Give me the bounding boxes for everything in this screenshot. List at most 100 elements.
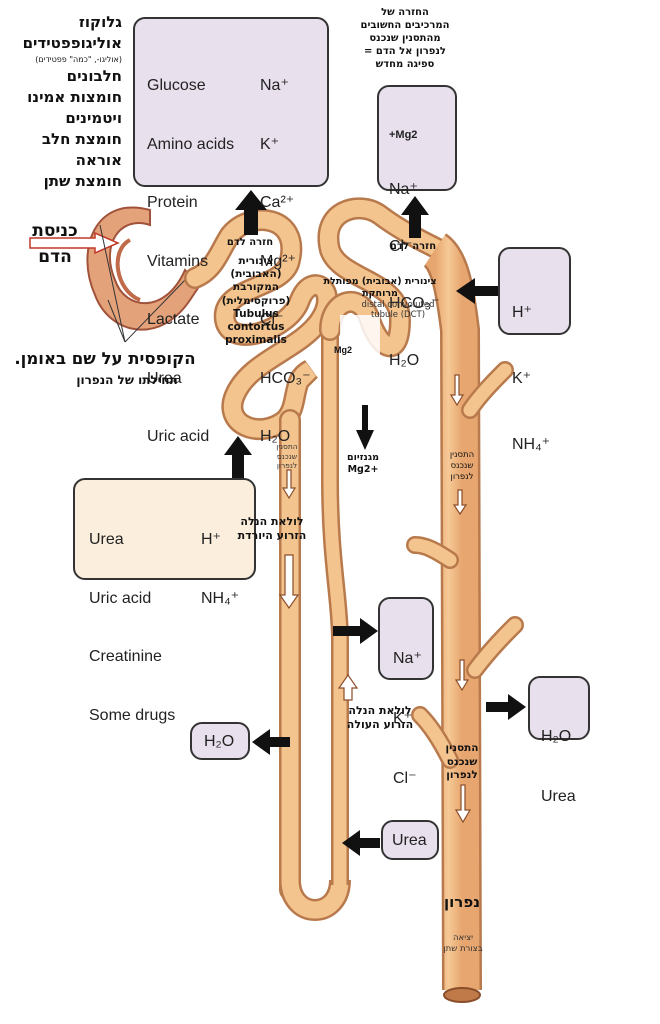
pct-secreted-item: Urea xyxy=(89,531,124,548)
pct-secreted-item: Uric acid xyxy=(89,589,152,607)
blood-entry-line: כניסת xyxy=(32,221,78,241)
pct-line: (האבובית) xyxy=(230,268,282,281)
nephron-start-label: תחילתו של הנפרון xyxy=(76,373,178,387)
pct-label: צינורית (האבובית) המקורבת (פרוקסימלית) T… xyxy=(220,255,292,347)
flow-arrow-desc-1 xyxy=(281,469,297,500)
dct-line: מרוחקת xyxy=(362,288,398,299)
secreted-item: H⁺ xyxy=(512,304,532,321)
hebrew-filtrate-list: גלוקוז אוליגופפטידים (אוליגו-, "כמה" פפט… xyxy=(2,12,122,192)
filtered-item: Ca²⁺ xyxy=(260,194,295,211)
reabsorbed-item: HCO₃⁻ xyxy=(389,295,440,312)
blood-entry-line: הדם xyxy=(38,247,72,267)
arrow-up-into-pct xyxy=(224,436,252,478)
pct-secreted-item: H⁺ xyxy=(201,531,221,548)
filtered-item: Cl⁻ xyxy=(260,311,284,328)
pct-line: המקורבת xyxy=(232,281,280,294)
caption-line: מהתסנין שנכנס xyxy=(369,33,441,44)
urea-label: Urea xyxy=(392,832,427,849)
flow-arrow-cd-2 xyxy=(452,489,468,516)
dct-english-label: distal convoluted tubule (DCT) xyxy=(358,300,438,320)
filtrate-line: התסנין xyxy=(449,450,475,460)
pct-secreted-item: Creatinine xyxy=(89,648,162,665)
cd-item: H₂O xyxy=(541,728,572,745)
filtered-item: H₂O xyxy=(260,428,291,445)
dct-reabsorbed-list: +Mg2 Na⁺ Cl⁻ HCO₃⁻ H₂O xyxy=(389,90,440,408)
dct-hebrew-label: צינורית (אבובית) מפותלת מרוחקת xyxy=(318,276,442,300)
filtrate-line: לנפרון xyxy=(446,769,478,781)
dct-secreted-list: H⁺ K⁺ NH₄⁺ xyxy=(512,258,550,500)
reabsorbed-item: H₂O xyxy=(389,352,420,369)
filtrate-label-cd-2: התסנין שנכנס לנפרון xyxy=(436,742,488,783)
hebrew-item-note: (אוליגו-, "כמה" פפטידים) xyxy=(35,55,122,64)
pct-secreted-item: NH₄⁺ xyxy=(201,589,240,607)
cd-reabsorbed-list: H₂O Urea xyxy=(541,687,576,847)
loop-item: Na⁺ xyxy=(393,650,422,667)
caption-line: ספיגה מחדש xyxy=(375,59,435,70)
glomerulus xyxy=(115,238,141,302)
filtrate-line: לנפרון xyxy=(276,461,298,470)
filtered-item: Glucose xyxy=(147,77,206,94)
capsule-pointer-3 xyxy=(107,299,126,343)
flow-arrow-asc xyxy=(337,673,359,701)
filtrate-line: התסנין xyxy=(445,742,479,754)
arrow-left-water xyxy=(252,729,290,755)
filtered-item: K⁺ xyxy=(260,135,280,153)
hebrew-item: אוליגופפטידים xyxy=(22,34,122,52)
arrow-left-urea xyxy=(342,830,380,856)
arrow-right-out-loop xyxy=(333,618,378,644)
filtered-item: Protein xyxy=(147,194,198,211)
capsule-pointer-1 xyxy=(99,224,126,343)
secreted-item: K⁺ xyxy=(512,370,532,387)
filtered-item: Na⁺ xyxy=(260,77,289,94)
filtered-substances-box: Glucose Amino acids Protein Vitamins Lac… xyxy=(133,17,329,445)
caption-line: המרכיבים החשובים xyxy=(360,20,450,31)
pct-secreted-col-ions: H⁺ NH₄⁺ xyxy=(201,491,239,647)
urine-exit-label: יציאה בצורת שתן xyxy=(438,933,488,955)
filtered-item: Mg²⁺ xyxy=(260,252,296,270)
reabsorbed-item: Cl⁻ xyxy=(389,238,413,255)
ascending-line: הזרוע העולה xyxy=(346,718,414,731)
duct-opening xyxy=(443,987,481,1003)
filtrate-label-cd-1: התסנין שנכנס לנפרון xyxy=(440,450,484,483)
mg-small-label: Mg2 xyxy=(334,345,352,355)
water-box: H₂O xyxy=(190,722,250,760)
water-label: H₂O xyxy=(204,733,235,750)
filtered-item: Uric acid xyxy=(147,428,210,445)
descending-line: לולאת הנלה xyxy=(240,515,304,528)
arrow-up-dct xyxy=(401,196,429,238)
urine-line: בצורת שתן xyxy=(443,944,483,954)
pct-line: contortus xyxy=(227,321,285,334)
secreted-item: NH₄⁺ xyxy=(512,436,551,453)
dct-patch xyxy=(340,315,380,405)
filtrate-line: שנכנס xyxy=(276,451,298,461)
loop-reabsorbed-list: Na⁺ K⁺ Cl⁻ xyxy=(393,609,422,829)
dct-en-line: tubule (DCT) xyxy=(370,310,426,320)
pct-line: (פרוקסימלית) xyxy=(221,294,291,307)
ascending-line: לולאת הנלה xyxy=(348,704,412,717)
filtrate-line: שנכנס xyxy=(446,755,478,768)
pct-secreted-item: Some drugs xyxy=(89,706,176,724)
arrow-down-mg xyxy=(356,405,374,450)
dct-en-line: distal convoluted xyxy=(361,300,435,310)
cd-item: Urea xyxy=(541,788,576,805)
hebrew-item: ויטמינים xyxy=(65,109,122,127)
dct-line: צינורית (אבובית) מפותלת xyxy=(323,276,437,287)
filtered-col-ions: Na⁺ K⁺ Ca²⁺ Mg²⁺ Cl⁻ HCO₃⁻ H₂O xyxy=(260,37,311,486)
filtered-item: Urea xyxy=(147,369,182,387)
magnesium-line: +Mg2 xyxy=(347,464,379,475)
ascending-limb-label: לולאת הנלה הזרוע העולה xyxy=(340,704,420,732)
caption-line: החזרה של xyxy=(381,7,429,18)
pct-line: צינורית xyxy=(238,255,274,267)
arrow-right-cd xyxy=(486,694,526,720)
dct-secreted-box: H⁺ K⁺ NH₄⁺ xyxy=(498,247,571,453)
hebrew-item: חומצות אמינו xyxy=(27,88,122,106)
filtrate-line: לנפרון xyxy=(450,472,474,482)
filtered-item: Vitamins xyxy=(147,252,209,270)
pct-line: Tubulus xyxy=(233,307,279,320)
loop-item: K⁺ xyxy=(393,710,413,727)
hebrew-item: חומצת חלב xyxy=(41,130,122,148)
blood-entry-arrow xyxy=(29,231,120,255)
filtered-col-organic: Glucose Amino acids Protein Vitamins Lac… xyxy=(147,37,234,486)
flow-arrow-cd-4 xyxy=(454,784,472,824)
filtrate-label-descending: התסנין שנכנס לנפרון xyxy=(266,442,308,471)
